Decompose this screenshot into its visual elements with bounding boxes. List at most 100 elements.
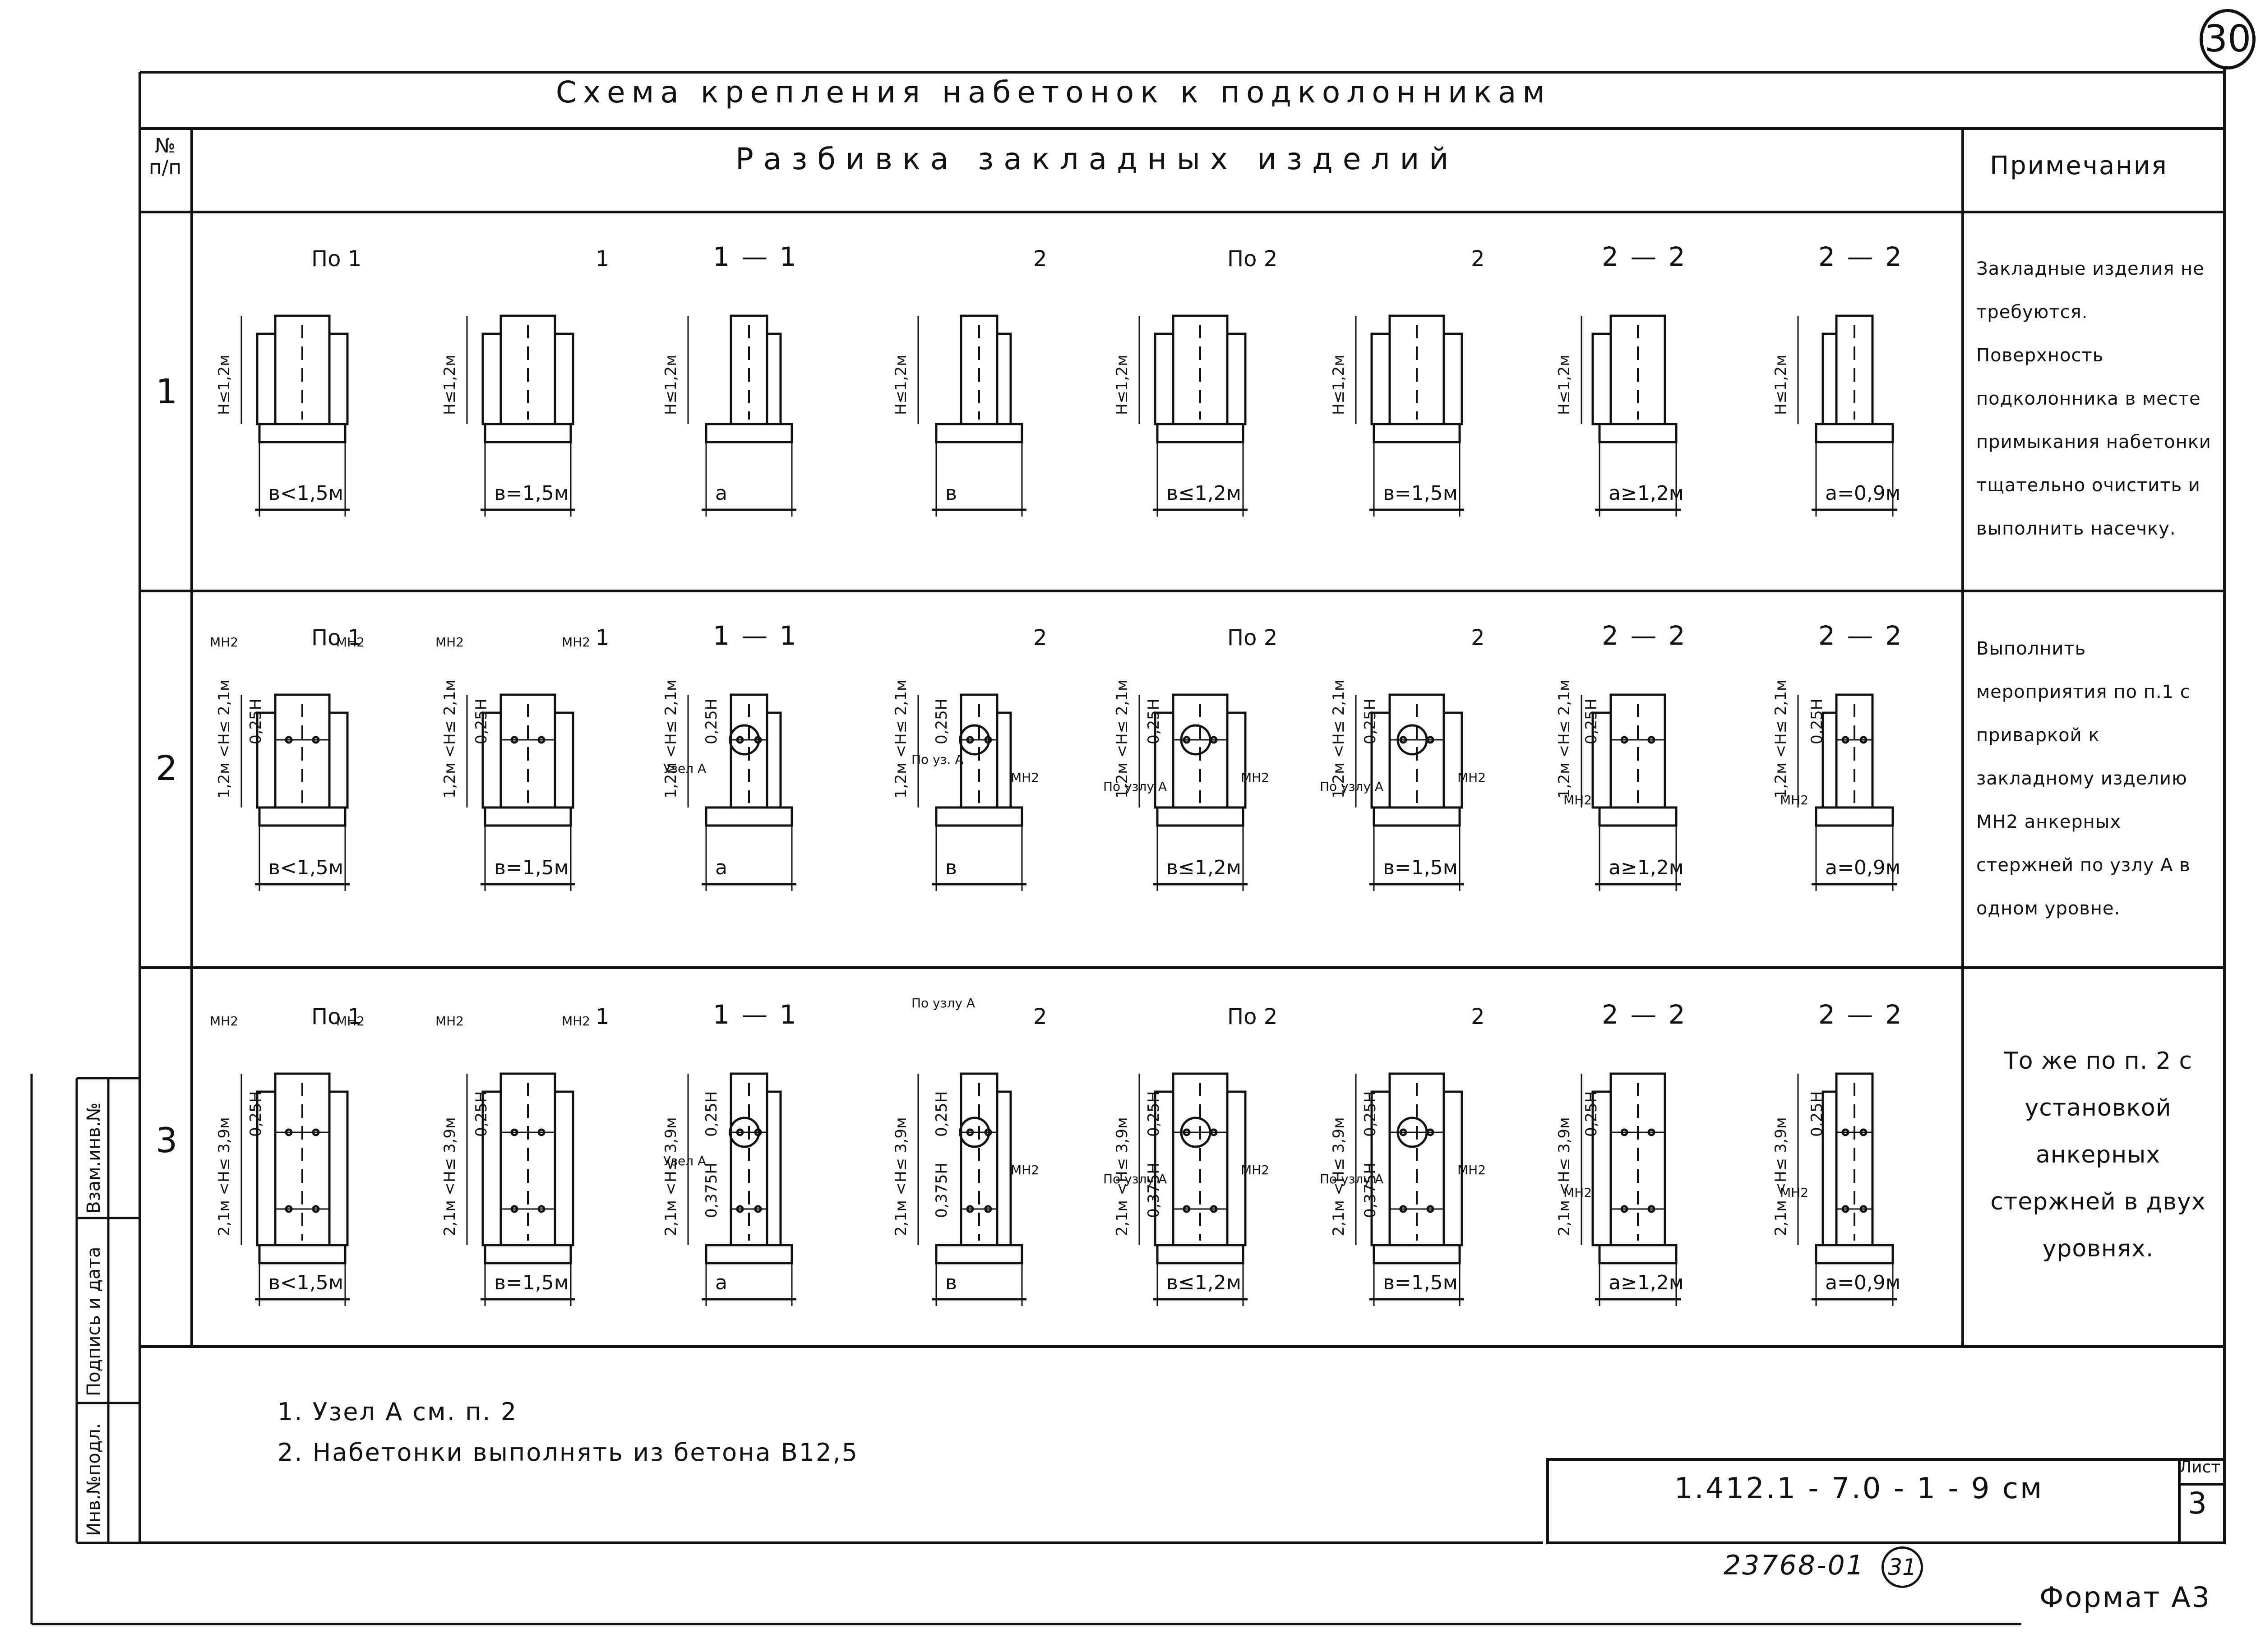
weld-point [1399,1205,1407,1213]
cut-mark-2: 2 [1033,1004,1047,1029]
dim-025h: 0,25H [1145,698,1163,744]
dimension-label: в=1,5м [494,1271,569,1294]
weld-point [312,1128,320,1136]
footnote-2: 2. Набетонки выполнять из бетона В12,5 [277,1438,859,1467]
label-mn2: МН2 [435,635,464,650]
label-mn2: МН2 [210,635,239,650]
footing [935,1244,1023,1264]
weld-point [1647,1128,1655,1136]
label-mn2: МН2 [562,635,591,650]
row-2-note: Выполнить мероприятия по п.1 с приваркой… [1976,638,2191,919]
weld-point [510,1128,518,1136]
dim-025h: 0,25H [1145,1091,1163,1137]
weld-point [966,736,974,744]
footing [1156,806,1244,827]
height-label: 1,2м <H≤ 2,1м [441,679,459,798]
node-a-circle [1396,724,1428,756]
list-label: Лист [2179,1458,2221,1477]
dimension-label: а≥1,2м [1609,856,1684,879]
nabetonka [766,711,782,809]
height-label: H≤1,2м [1772,355,1790,415]
footing [1815,806,1894,827]
header-notes-column: Примечания [1990,151,2168,180]
height-label: 1,2м <H≤ 2,1м [892,679,910,798]
weld-point [736,736,744,744]
dimension-label: в≤1,2м [1166,856,1241,879]
weld-point [285,736,293,744]
height-label: H≤1,2м [892,355,910,415]
weld-point [510,736,518,744]
footing [1598,1244,1678,1264]
page-title: Схема крепления набетонок к подколонника… [555,75,1552,110]
weld-point [510,1205,518,1213]
format-label: Формат А3 [2039,1581,2211,1614]
footing [484,1244,572,1264]
cut-mark-2: 2 [1033,246,1047,272]
dimension-label: в=1,5м [494,482,569,505]
dimension-label: а≥1,2м [1609,1271,1684,1294]
height-label: 2,1м <H≤ 3,9м [1555,1117,1573,1236]
label-po-1: По 1 [311,1004,362,1029]
label-mn2: МН2 [435,1014,464,1029]
weld-point [1210,1205,1218,1213]
dimension-label: в [945,1271,957,1294]
height-label: H≤1,2м [1555,355,1573,415]
label-po-uz-a: По уз. А [911,752,964,767]
section-label-1-1: 1 — 1 [713,620,798,651]
weld-point [754,1205,762,1213]
section-label-1-1: 1 — 1 [713,999,798,1030]
dim-0375h: 0,375H [1145,1163,1163,1218]
dim-025h: 0,25H [1808,698,1826,744]
label-mn2: МН2 [1241,770,1270,785]
nabetonka [481,711,502,809]
weld-point [1841,1128,1849,1136]
footing [1373,1244,1461,1264]
cut-mark-1: 1 [596,1004,610,1029]
node-a-circle [729,1117,760,1148]
label-po-2: По 2 [1227,625,1278,651]
dim-025h: 0,25H [1361,1091,1379,1137]
label-mn2: МН2 [336,1014,365,1029]
section-label-2-2: 2 — 2 [1602,620,1687,651]
label-mn2: МН2 [336,635,365,650]
footing [484,423,572,443]
dim-025h: 0,25H [472,1091,490,1137]
footing [705,423,793,443]
dimension-label: в≤1,2м [1166,482,1241,505]
weld-point [312,736,320,744]
footing [1815,1244,1894,1264]
height-label: 1,2м <H≤ 2,1м [215,679,233,798]
dim-025h: 0,25H [703,698,721,744]
weld-point [1859,1128,1868,1136]
node-a-circle [959,724,990,756]
label-mn2: МН2 [1457,770,1486,785]
dimension-label: в=1,5м [1383,482,1458,505]
weld-point [736,1128,744,1136]
label-po-uzlu-a: По узлу А [1103,779,1167,794]
nabetonka [996,332,1012,425]
document-code: 1.412.1 - 7.0 - 1 - 9 см [1674,1472,2044,1505]
inventory-number: 23768-01 [1724,1550,1865,1581]
nabetonka [554,332,574,425]
label-po-uzlu-a: По узлу А [911,996,975,1011]
nabetonka [256,711,277,809]
dim-025h: 0,25H [1808,1091,1826,1137]
node-a-circle [959,1117,990,1148]
dim-0375h: 0,375H [933,1163,951,1218]
node-a-circle [1180,1117,1211,1148]
nabetonka [554,1090,574,1246]
weld-point [537,1205,546,1213]
label-mn2: МН2 [562,1014,591,1029]
weld-point [984,1205,992,1213]
dim-025h: 0,25H [247,698,265,744]
weld-point [312,1205,320,1213]
weld-point [1620,1205,1628,1213]
weld-point [285,1205,293,1213]
nabetonka [996,1090,1012,1246]
dimension-label: в [945,482,957,505]
label-po-2: По 2 [1227,246,1278,272]
height-label: 2,1м <H≤ 3,9м [215,1117,233,1236]
dimension-label: а=0,9м [1825,856,1900,879]
row-number-1: 1 [156,371,178,411]
